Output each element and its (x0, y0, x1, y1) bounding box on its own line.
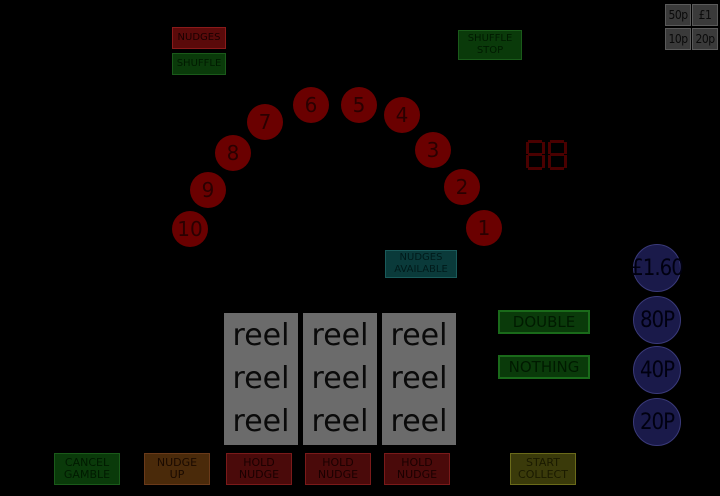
coin-1-pound-button[interactable]: £1 (692, 4, 718, 26)
coin-50p-button[interactable]: 50p (665, 4, 691, 26)
coin-20p-button[interactable]: 20p (692, 28, 718, 50)
hold-nudge-3-button[interactable]: HOLD NUDGE (384, 453, 450, 485)
value-20p-lamp: 20P (633, 398, 681, 446)
shuffle-stop-lamp: SHUFFLE STOP (458, 30, 522, 60)
reel-symbol: reel (311, 318, 369, 354)
reel-symbol: reel (390, 360, 448, 396)
cancel-gamble-button[interactable]: CANCEL GAMBLE (54, 453, 120, 485)
nudge-number-1: 1 (466, 210, 502, 246)
shuffle-lamp: SHUFFLE (172, 53, 226, 75)
nudge-number-5: 5 (341, 87, 377, 123)
value-40p-lamp: 40P (633, 346, 681, 394)
reel-symbol: reel (232, 360, 290, 396)
reel-symbol: reel (390, 318, 448, 354)
nudge-number-4: 4 (384, 97, 420, 133)
hold-nudge-2-button[interactable]: HOLD NUDGE (305, 453, 371, 485)
nudge-number-10: 10 (172, 211, 208, 247)
reel-1: reel reel reel (224, 313, 298, 445)
reel-symbol: reel (311, 360, 369, 396)
nothing-lamp: NOTHING (498, 355, 590, 379)
reel-symbol: reel (311, 403, 369, 439)
nudge-number-2: 2 (444, 169, 480, 205)
nudge-number-7: 7 (247, 104, 283, 140)
reel-2: reel reel reel (303, 313, 377, 445)
nudge-number-9: 9 (190, 172, 226, 208)
nudge-up-button[interactable]: NUDGE UP (144, 453, 210, 485)
hold-nudge-1-button[interactable]: HOLD NUDGE (226, 453, 292, 485)
value-80p-lamp: 80P (633, 296, 681, 344)
reel-symbol: reel (390, 403, 448, 439)
nudges-available-lamp: NUDGES AVAILABLE (385, 250, 457, 278)
nudge-number-8: 8 (215, 135, 251, 171)
coin-10p-button[interactable]: 10p (665, 28, 691, 50)
nudges-lamp: NUDGES (172, 27, 226, 49)
reel-symbol: reel (232, 318, 290, 354)
reel-3: reel reel reel (382, 313, 456, 445)
nudge-number-6: 6 (293, 87, 329, 123)
nudge-number-3: 3 (415, 132, 451, 168)
double-lamp: DOUBLE (498, 310, 590, 334)
value-1-60-lamp: £1.60 (631, 244, 684, 292)
seven-segment-display (526, 140, 568, 170)
reel-symbol: reel (232, 403, 290, 439)
start-collect-button[interactable]: START COLLECT (510, 453, 576, 485)
